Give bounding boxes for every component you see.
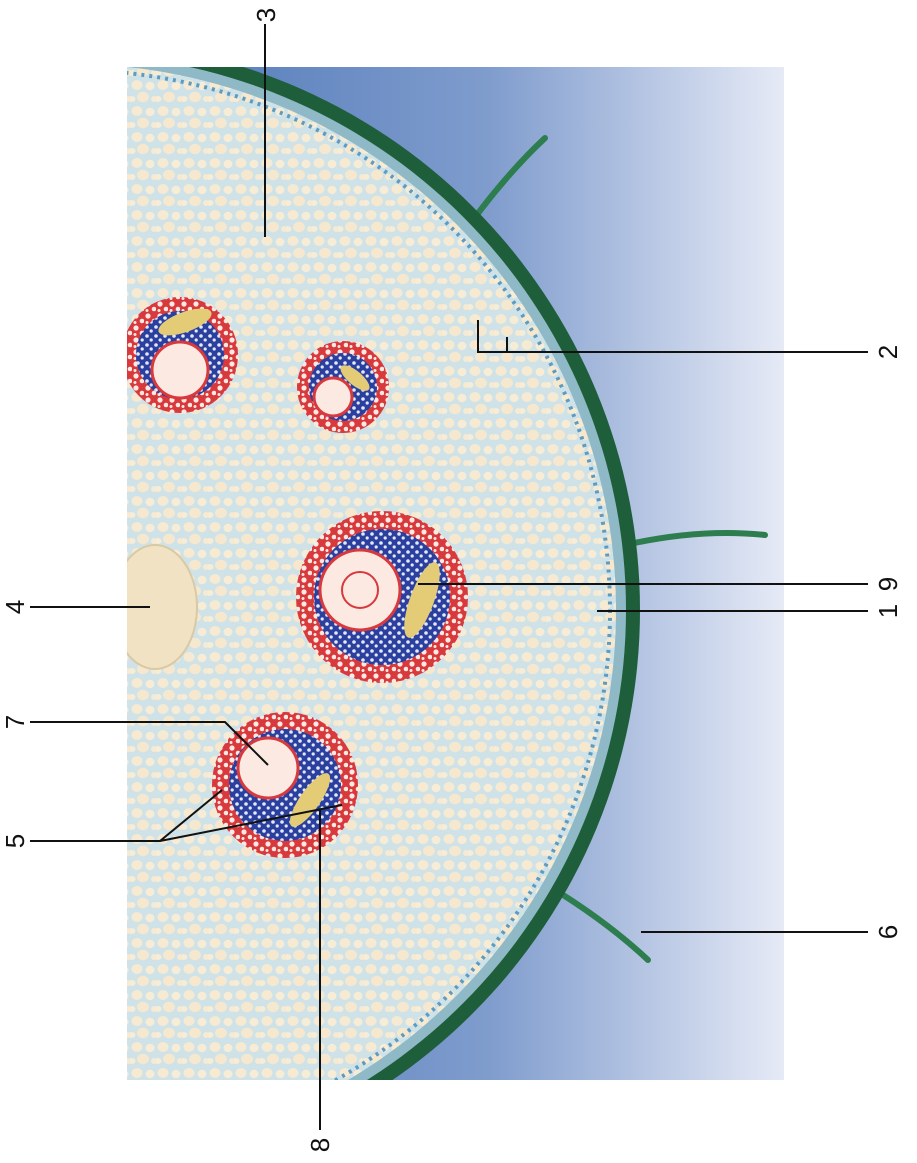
label-4: 4 bbox=[0, 592, 30, 622]
label-2: 2 bbox=[873, 337, 903, 367]
label-3: 3 bbox=[251, 0, 281, 30]
label-9: 9 bbox=[873, 569, 903, 599]
label-7: 7 bbox=[0, 707, 30, 737]
vascular-bundle-b bbox=[297, 341, 389, 433]
label-1: 1 bbox=[873, 596, 903, 626]
label-5: 5 bbox=[0, 826, 30, 856]
label-6: 6 bbox=[873, 917, 903, 947]
vascular-bundle-c bbox=[296, 511, 468, 683]
vascular-bundle-a bbox=[122, 297, 238, 413]
vascular-bundle-d bbox=[212, 712, 358, 858]
label-8: 8 bbox=[305, 1130, 335, 1160]
